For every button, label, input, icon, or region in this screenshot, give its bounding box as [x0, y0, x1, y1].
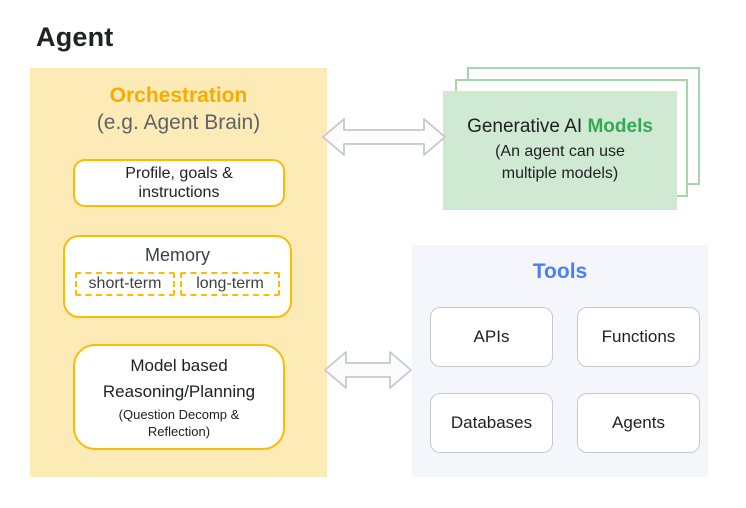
generative-ai-models-box: Generative AI Models (An agent can use m…	[443, 91, 677, 210]
models-subtitle: (An agent can use multiple models)	[495, 141, 625, 184]
tool-box-databases: Databases	[430, 393, 553, 453]
model-based-reasoning-box: Model based Reasoning/Planning (Question…	[73, 344, 285, 450]
bidirectional-arrow-icon	[322, 118, 446, 156]
orchestration-subtitle: (e.g. Agent Brain)	[96, 111, 261, 134]
long-term-memory-chip: long-term	[180, 272, 280, 296]
models-title-highlight: Models	[587, 116, 653, 138]
models-title-prefix: Generative AI	[467, 116, 588, 138]
orchestration-panel: Orchestration (e.g. Agent Brain) Profile…	[30, 68, 327, 477]
memory-terms-row: short-term long-term	[75, 272, 280, 296]
profile-box-line2: instructions	[138, 184, 220, 201]
profile-box-line1: Profile, goals &	[125, 164, 233, 182]
tool-box-functions: Functions	[577, 307, 700, 367]
bidirectional-arrow-icon	[324, 351, 412, 389]
reasoning-box-line3: (Question Decomp & Reflection)	[118, 407, 240, 440]
memory-title: Memory	[144, 245, 210, 265]
models-subtitle-line1: (An agent can use	[495, 143, 625, 161]
short-term-memory-chip: short-term	[75, 272, 175, 296]
tool-box-agents: Agents	[577, 393, 700, 453]
models-title: Generative AI Models	[467, 116, 653, 138]
models-subtitle-line2: multiple models)	[501, 165, 619, 182]
orchestration-title: Orchestration	[109, 84, 248, 107]
memory-box: Memory short-term long-term	[63, 235, 292, 318]
tools-title: Tools	[532, 260, 588, 283]
reasoning-box-line1: Model based	[130, 355, 228, 375]
tools-panel: Tools APIs Functions Databases Agents	[412, 245, 708, 477]
page-title: Agent	[36, 22, 114, 52]
tool-box-apis: APIs	[430, 307, 553, 367]
reasoning-box-line2: Reasoning/Planning	[102, 382, 256, 402]
profile-goals-instructions-box: Profile, goals & instructions	[73, 159, 285, 207]
